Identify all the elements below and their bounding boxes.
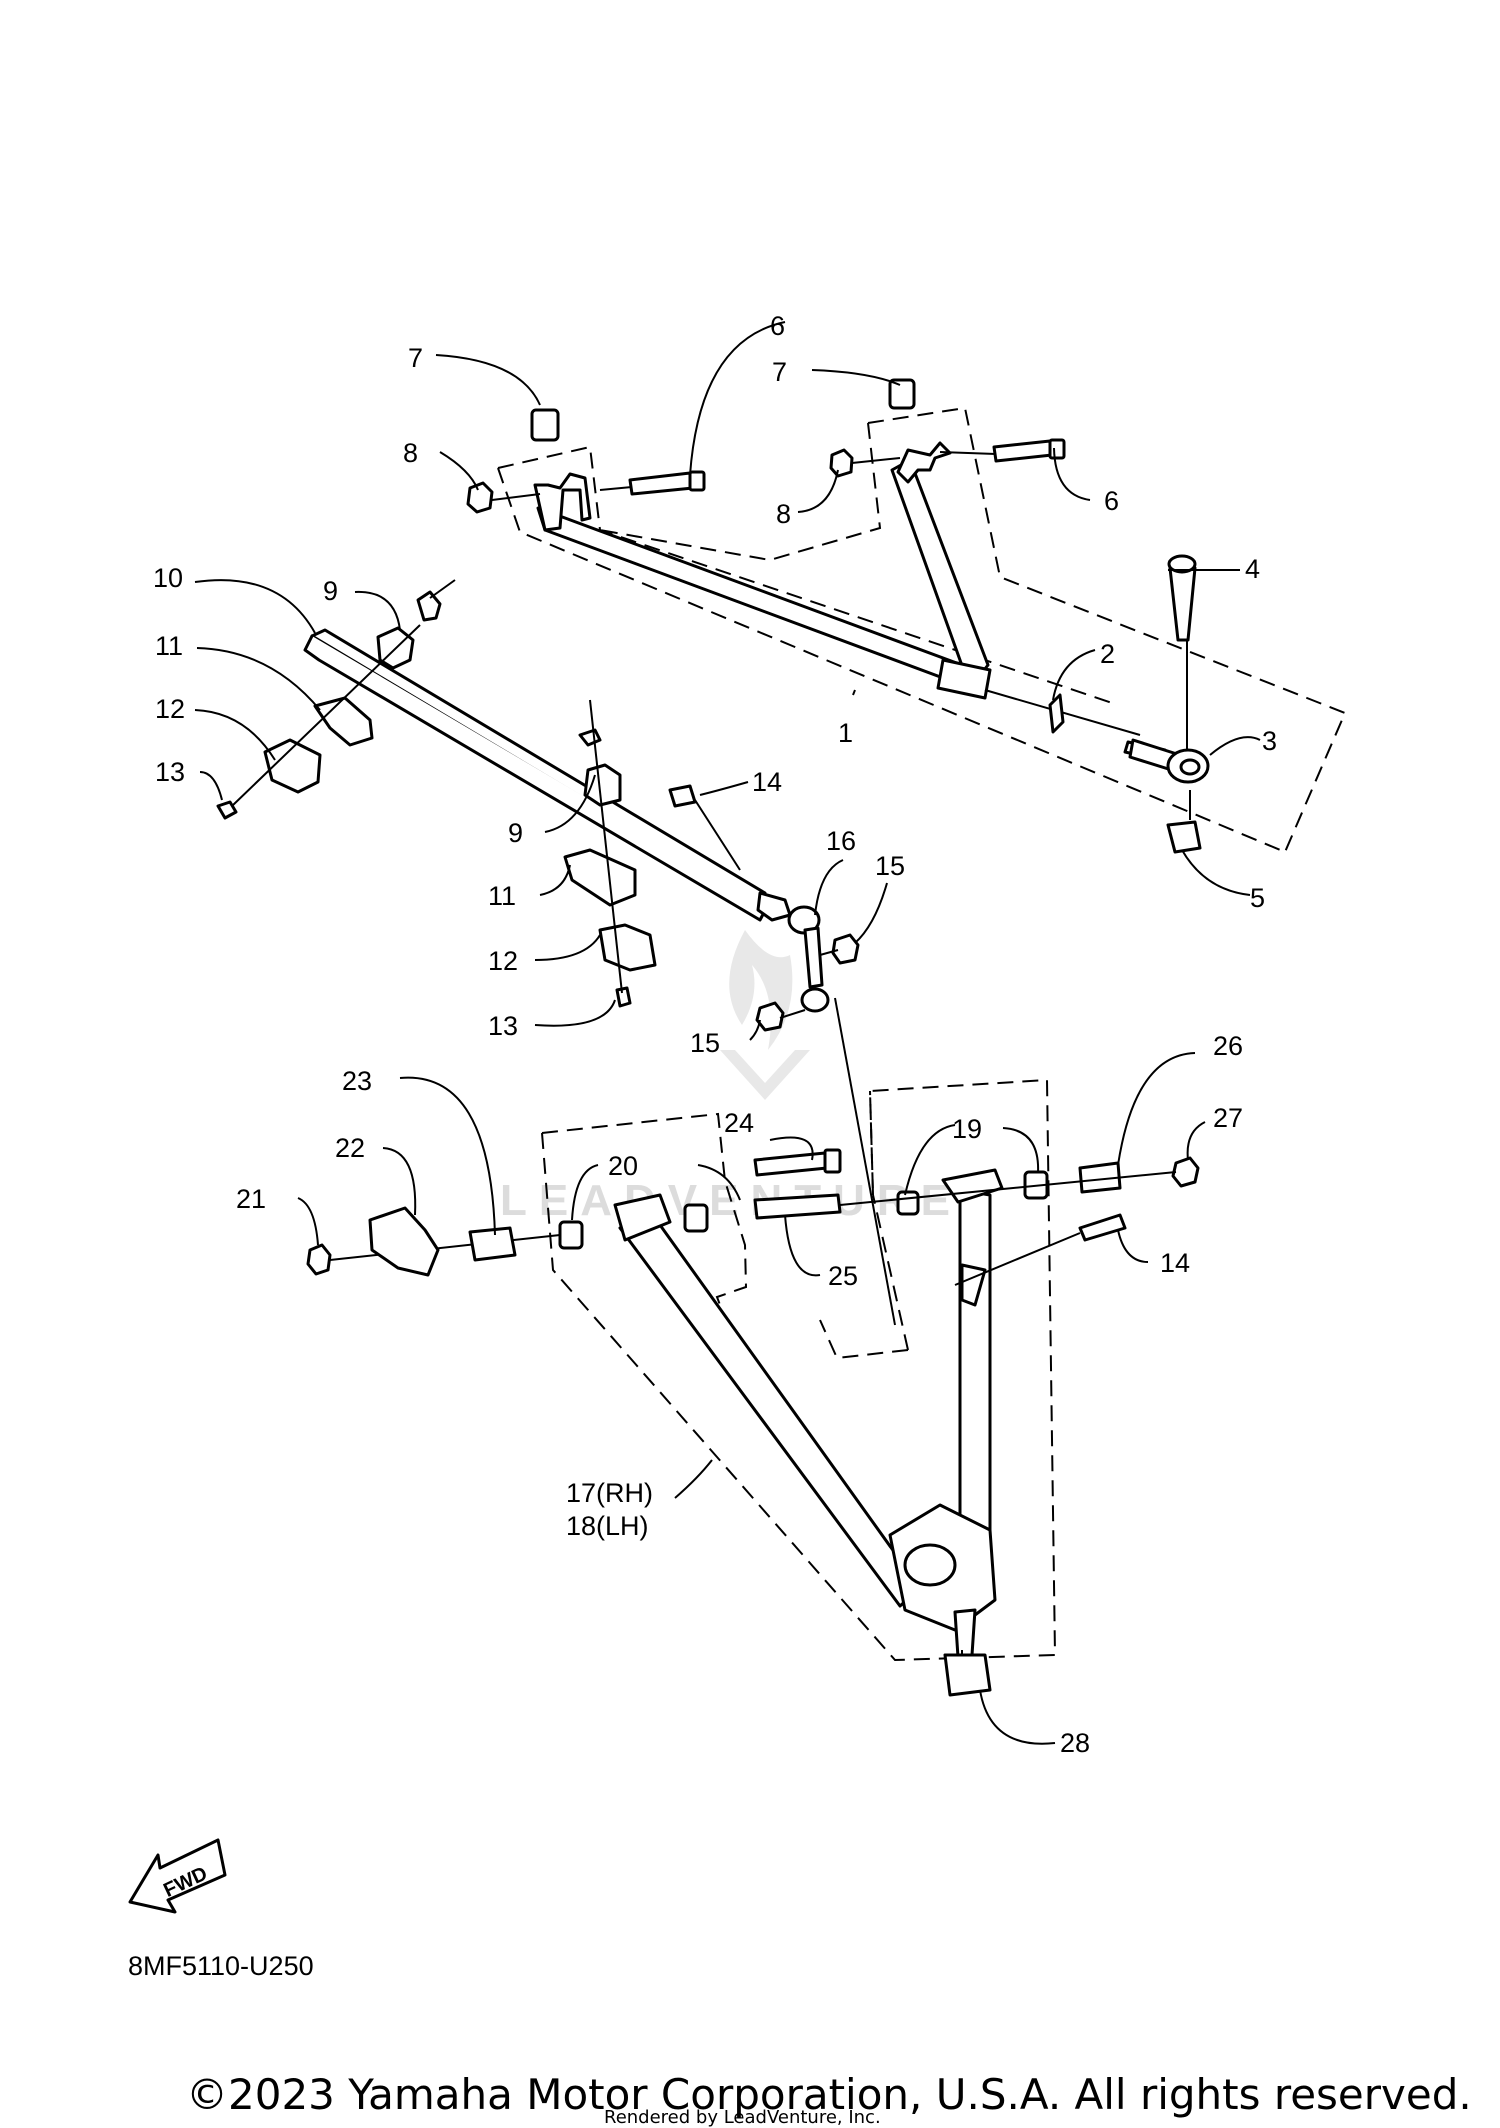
stabilizer-mounts-center [563,699,657,1008]
callout-9-left: 9 [323,576,338,606]
callout-leaders [194,321,1261,1745]
callout-15-left: 15 [690,1028,720,1058]
callout-11-left: 11 [155,631,183,661]
callout-26: 26 [1213,1031,1243,1061]
callout-6-right: 6 [1104,486,1119,516]
callout-11-center: 11 [488,881,516,911]
lower-a-arm [613,1168,1004,1690]
callout-6-top: 6 [770,311,785,341]
callout-17-rh: 17(RH) [566,1478,653,1508]
callout-24: 24 [724,1108,754,1138]
callout-20: 20 [608,1151,638,1181]
upper-a-arm [533,441,1141,736]
callout-3: 3 [1262,726,1277,756]
callout-8-left: 8 [403,438,418,468]
stabilizer-mounts-left [216,579,456,820]
callout-4: 4 [1245,554,1260,584]
rendered-by-notice: Rendered by LeadVenture, Inc. [604,2107,881,2128]
callout-23: 23 [342,1066,372,1096]
diagram-code: 8MF5110-U250 [128,1951,314,1981]
upper-ball-joint [1048,554,1210,854]
callout-10: 10 [153,563,183,593]
copyright-notice: ©2023 Yamaha Motor Corporation, U.S.A. A… [186,2070,1472,2119]
callout-19: 19 [952,1114,982,1144]
callout-labels: 7 6 7 8 8 6 4 2 3 5 1 10 9 11 12 13 14 9… [153,311,1277,1758]
stabilizer-end-link [668,784,896,1326]
dashed-assembly-outlines [497,406,1347,1662]
callout-13-center: 13 [488,1011,518,1041]
callout-7-left: 7 [408,343,423,373]
fwd-arrow-icon: FWD [128,1838,227,1914]
callout-9-center: 9 [508,818,523,848]
callout-13-left: 13 [155,757,185,787]
callout-25: 25 [828,1261,858,1291]
watermark: LEADVENTURE [500,930,950,1225]
callout-27: 27 [1213,1103,1243,1133]
callout-15-right: 15 [875,851,905,881]
callout-1: 1 [838,718,853,748]
callout-7-right: 7 [772,357,787,387]
callout-28: 28 [1060,1728,1090,1758]
upper-arm-hardware [466,378,1066,514]
callout-14-bottom: 14 [1160,1248,1190,1278]
callout-16: 16 [826,826,856,856]
callout-14-top: 14 [752,767,782,797]
callout-12-left: 12 [155,694,185,724]
callout-21: 21 [236,1184,266,1214]
lower-arm-hardware [306,1148,1200,1697]
callout-2: 2 [1100,639,1115,669]
callout-8-right: 8 [776,499,791,529]
callout-5: 5 [1250,883,1265,913]
callout-12-center: 12 [488,946,518,976]
callout-18-lh: 18(LH) [566,1511,649,1541]
stabilizer-bar [303,628,792,922]
callout-22: 22 [335,1133,365,1163]
